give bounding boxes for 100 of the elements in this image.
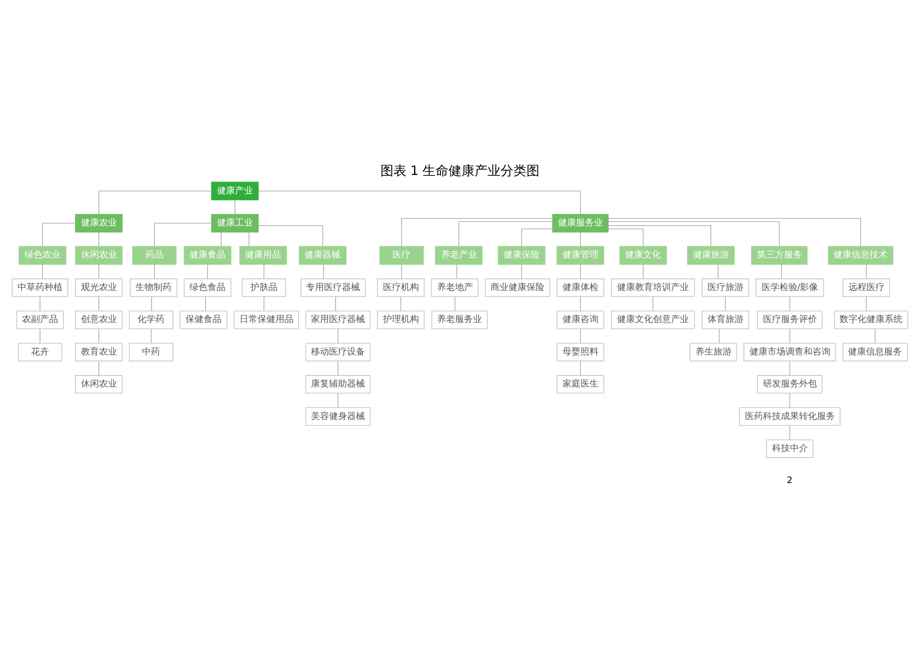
connector [98,232,100,247]
connector [580,328,581,344]
node-box: 体育旅游 [702,310,750,330]
node-box: 第三方服务 [751,246,808,265]
connector [42,222,76,247]
connector [258,190,581,214]
node-box: 健康用品 [239,246,287,265]
connector [608,228,644,247]
connector [205,296,206,312]
node-box: 花卉 [18,342,62,362]
connector [234,200,236,215]
node-box: 健康保险 [498,246,546,265]
connector [874,328,876,344]
connector [98,328,100,344]
connector [401,264,402,279]
connector [580,264,581,279]
connector [866,264,867,279]
node-box: 医学检验/影像 [756,278,824,297]
node-box: 中药 [129,342,174,362]
connector [642,264,644,279]
connector [789,328,790,344]
node-box: 观光农业 [75,278,123,297]
node-box: 教育农业 [75,342,123,362]
connector [98,264,100,279]
node-box: 医疗机构 [377,278,425,297]
node-box: 健康信息服务 [842,342,908,362]
node-box: 健康市场调查和咨询 [743,342,836,362]
connector [248,232,250,247]
connector [401,218,553,247]
node-box: 休闲农业 [75,375,123,394]
connector [335,296,336,312]
connector [789,425,790,440]
connector [789,360,790,376]
node-box: 康复辅助器械 [305,375,371,394]
connector [781,264,782,279]
connector [789,296,790,312]
node-box: 数字化健康系统 [834,310,908,330]
connector [98,296,100,312]
node-box: 健康食品 [184,246,232,265]
connector [258,225,324,247]
connector [151,296,152,312]
node-box: 家庭医生 [556,375,604,394]
connector [580,360,581,376]
connector [789,393,790,408]
node-box: 医药科技成果转化服务 [739,407,840,426]
connector [207,264,208,279]
node-box: 养生旅游 [690,342,738,362]
node-box: 生物制药 [130,278,178,297]
node-box: 健康工业 [211,214,259,232]
node-box: 养老服务业 [431,310,488,330]
node-box: 移动医疗设备 [305,342,371,362]
node-box: 健康教育培训产业 [611,278,695,297]
connector [220,232,222,247]
connector [608,218,862,247]
node-box: 保健食品 [180,310,228,330]
node-box: 中草药种植 [12,278,68,297]
label: 2 [786,476,793,486]
node-box: 医疗 [379,246,424,265]
node-box: 健康农业 [75,214,123,232]
connector [724,296,726,312]
node-box: 护理机构 [377,310,425,330]
node-box: 农副产品 [16,310,64,330]
connector [323,264,324,279]
node-box: 养老产业 [435,246,483,265]
node-box: 健康信息技术 [828,246,894,265]
connector [580,296,581,312]
connector [150,328,152,344]
node-box: 创意农业 [75,310,123,330]
node-box: 健康器械 [298,246,346,265]
node-box: 养老地产 [431,278,479,297]
node-box: 研发服务外包 [757,375,822,394]
node-box: 家用医疗器械 [305,310,371,330]
node-box: 美容健身器械 [305,407,371,426]
connector [866,296,867,312]
connector [608,225,712,247]
node-box: 科技中介 [766,439,814,458]
connector [454,296,456,312]
connector [718,328,720,344]
connector [400,296,402,312]
node-box: 健康管理 [556,246,604,265]
connector [521,228,553,247]
diagram-title: 图表 1 生命健康产业分类图 [380,164,540,179]
node-box: 日常保健用品 [234,310,299,330]
connector [154,222,212,247]
connector [456,264,458,279]
node-box: 健康产业 [211,182,259,200]
node-box: 健康旅游 [687,246,735,265]
node-box: 商业健康保险 [484,278,550,297]
connector [458,221,553,247]
node-box: 远程医疗 [842,278,890,297]
node-box: 医疗旅游 [702,278,750,297]
connector [42,264,43,279]
node-box: 健康文化创意产业 [611,310,695,330]
node-box: 绿色食品 [184,278,232,297]
node-box: 医疗服务评价 [757,310,822,330]
node-box: 健康咨询 [556,310,604,330]
connector [608,221,780,247]
node-box: 母婴照料 [556,342,604,362]
connector [98,360,100,376]
node-box: 健康文化 [619,246,667,265]
